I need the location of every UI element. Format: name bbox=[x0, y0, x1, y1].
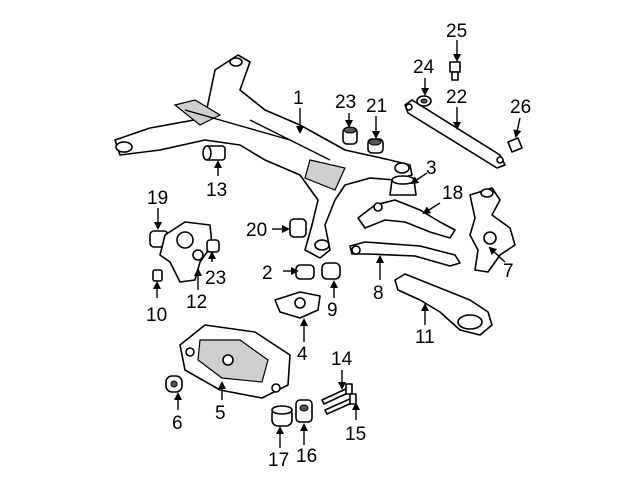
bolt-25 bbox=[449, 61, 461, 81]
bolt-26 bbox=[507, 137, 523, 153]
trailing-arm-11 bbox=[394, 273, 493, 336]
bushing-9 bbox=[321, 262, 341, 280]
callout-8: 8 bbox=[373, 283, 384, 304]
callout-3: 3 bbox=[426, 158, 437, 179]
callout-20: 20 bbox=[246, 220, 267, 241]
callout-23-lower: 23 bbox=[205, 268, 226, 289]
bushing-17 bbox=[271, 405, 293, 427]
callout-10: 10 bbox=[146, 305, 167, 326]
bushing-2 bbox=[295, 264, 315, 280]
callout-17: 17 bbox=[268, 450, 289, 471]
bushing-23-upper bbox=[342, 126, 358, 145]
callout-2: 2 bbox=[262, 263, 273, 284]
bushing-16 bbox=[295, 399, 313, 423]
callout-25: 25 bbox=[446, 21, 467, 42]
lateral-link-22 bbox=[404, 99, 506, 169]
bushing-13 bbox=[202, 145, 226, 161]
bushing-6 bbox=[165, 375, 183, 393]
callout-13: 13 bbox=[206, 180, 227, 201]
callout-labels: 1 2 3 4 5 6 7 8 9 10 11 12 13 14 15 16 1… bbox=[146, 21, 531, 471]
bushing-3 bbox=[389, 175, 417, 196]
crossmember bbox=[114, 54, 413, 259]
callout-24: 24 bbox=[413, 57, 435, 78]
knuckle-7 bbox=[469, 187, 516, 273]
bolt-14 bbox=[321, 383, 353, 405]
callout-11: 11 bbox=[415, 327, 435, 348]
callout-19: 19 bbox=[147, 188, 168, 209]
washer-24 bbox=[416, 95, 432, 107]
callout-5: 5 bbox=[215, 403, 226, 424]
control-arm-18 bbox=[357, 199, 456, 239]
callout-26: 26 bbox=[510, 97, 531, 118]
callout-7: 7 bbox=[503, 261, 514, 282]
callout-22: 22 bbox=[446, 87, 467, 108]
callout-1: 1 bbox=[293, 88, 304, 109]
callout-9: 9 bbox=[327, 300, 338, 321]
bushing-20 bbox=[289, 218, 307, 238]
callout-16: 16 bbox=[296, 446, 317, 467]
callout-4: 4 bbox=[297, 344, 308, 365]
callout-14: 14 bbox=[331, 349, 353, 370]
callout-23-upper: 23 bbox=[335, 92, 356, 113]
mount-4 bbox=[274, 291, 321, 319]
callout-6: 6 bbox=[172, 413, 183, 434]
callout-15: 15 bbox=[345, 424, 366, 445]
leader-arrows bbox=[153, 40, 522, 448]
callout-12: 12 bbox=[186, 292, 207, 313]
bushing-21 bbox=[367, 138, 384, 154]
link-8 bbox=[349, 241, 461, 267]
callout-18: 18 bbox=[442, 183, 463, 204]
plate-5 bbox=[179, 324, 291, 399]
callout-21: 21 bbox=[366, 96, 387, 117]
